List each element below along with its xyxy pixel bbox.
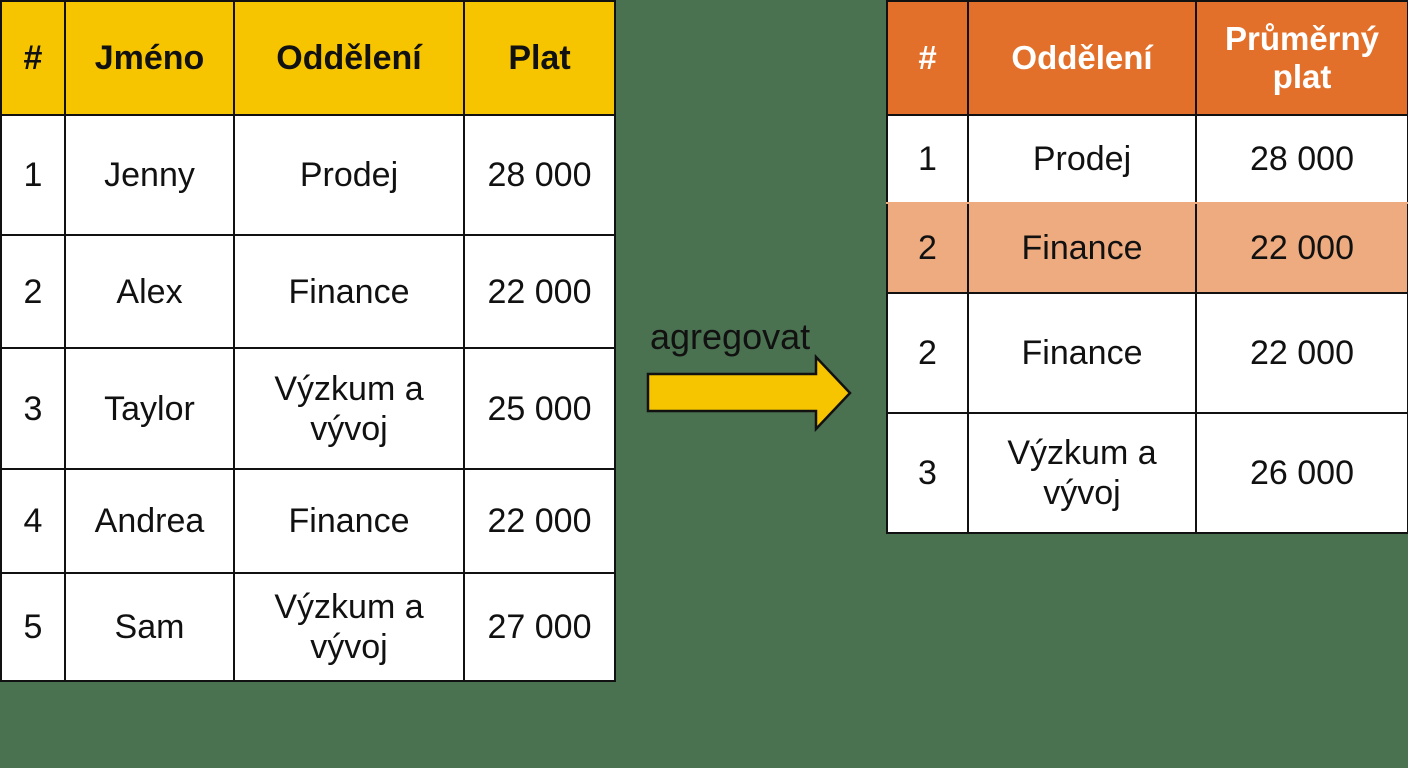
average-salary: 22 000 xyxy=(1195,202,1408,294)
table-row: 2 Alex Finance 22 000 xyxy=(0,234,616,349)
department: Výzkum a vývoj xyxy=(233,347,465,470)
department: Finance xyxy=(967,202,1197,294)
result-header-department: Oddělení xyxy=(967,0,1197,116)
row-number: 2 xyxy=(886,292,969,414)
source-header-name: Jméno xyxy=(64,0,235,116)
source-header-number: # xyxy=(0,0,66,116)
salary: 27 000 xyxy=(463,572,616,682)
average-salary: 26 000 xyxy=(1195,412,1408,534)
source-header-salary: Plat xyxy=(463,0,616,116)
source-header-department: Oddělení xyxy=(233,0,465,116)
average-salary: 28 000 xyxy=(1195,114,1408,204)
table-row: 4 Andrea Finance 22 000 xyxy=(0,468,616,574)
salary: 22 000 xyxy=(463,468,616,574)
employee-name: Taylor xyxy=(64,347,235,470)
row-number: 1 xyxy=(886,114,969,204)
salary: 25 000 xyxy=(463,347,616,470)
table-row: 1 Jenny Prodej 28 000 xyxy=(0,114,616,236)
table-row: 2 Finance 22 000 xyxy=(886,292,1408,414)
row-number: 2 xyxy=(886,202,969,294)
table-row-highlighted: 2 Finance 22 000 xyxy=(886,202,1408,294)
result-header-average-salary: Průměrný plat xyxy=(1195,0,1408,116)
table-row: 3 Taylor Výzkum a vývoj 25 000 xyxy=(0,347,616,470)
row-number: 2 xyxy=(0,234,66,349)
result-header-number: # xyxy=(886,0,969,116)
employee-name: Jenny xyxy=(64,114,235,236)
row-number: 3 xyxy=(0,347,66,470)
table-row: 5 Sam Výzkum a vývoj 27 000 xyxy=(0,572,616,682)
table-row: 3 Výzkum a vývoj 26 000 xyxy=(886,412,1408,534)
department: Finance xyxy=(233,234,465,349)
source-table: # Jméno Oddělení Plat 1 Jenny Prodej 28 … xyxy=(0,0,616,682)
average-salary: 22 000 xyxy=(1195,292,1408,414)
row-number: 5 xyxy=(0,572,66,682)
result-header-row: # Oddělení Průměrný plat xyxy=(886,0,1408,116)
row-number: 4 xyxy=(0,468,66,574)
department: Prodej xyxy=(233,114,465,236)
department: Finance xyxy=(233,468,465,574)
employee-name: Andrea xyxy=(64,468,235,574)
department: Výzkum a vývoj xyxy=(967,412,1197,534)
employee-name: Alex xyxy=(64,234,235,349)
salary: 28 000 xyxy=(463,114,616,236)
salary: 22 000 xyxy=(463,234,616,349)
source-header-row: # Jméno Oddělení Plat xyxy=(0,0,616,116)
employee-name: Sam xyxy=(64,572,235,682)
right-arrow-icon xyxy=(646,353,852,433)
department: Výzkum a vývoj xyxy=(233,572,465,682)
department: Finance xyxy=(967,292,1197,414)
department: Prodej xyxy=(967,114,1197,204)
row-number: 3 xyxy=(886,412,969,534)
table-row: 1 Prodej 28 000 xyxy=(886,114,1408,204)
row-number: 1 xyxy=(0,114,66,236)
aggregate-label: agregovat xyxy=(650,316,811,357)
result-table: # Oddělení Průměrný plat 1 Prodej 28 000… xyxy=(886,0,1408,534)
